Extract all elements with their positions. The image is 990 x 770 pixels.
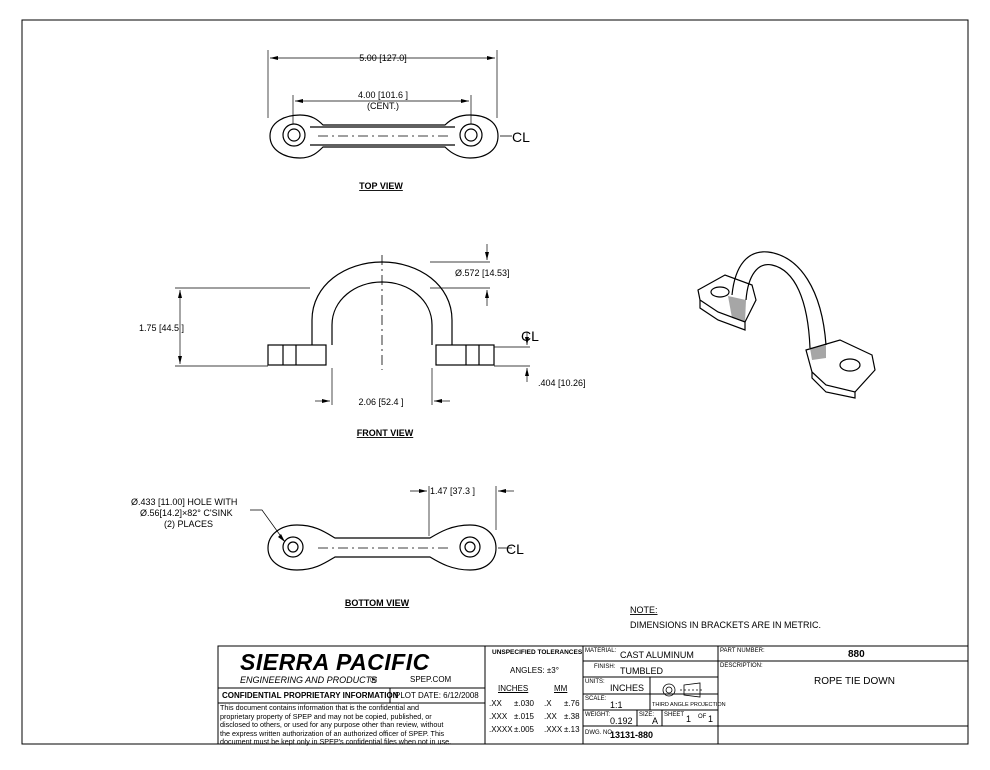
confidential-line: This document contains information that …: [220, 703, 419, 712]
tolerances-header: UNSPECIFIED TOLERANCES: [492, 649, 583, 656]
of-value: 1: [708, 714, 714, 724]
confidential-line: the express written authorization of an …: [220, 728, 445, 738]
confidential-text: This document contains information that …: [220, 703, 452, 747]
tol-key: .XXX: [489, 712, 508, 721]
tol-value: ±.030: [514, 699, 534, 708]
title-block-grid: [217, 645, 969, 745]
dim-rod-diameter: Ø.572 [14.53]: [455, 268, 510, 278]
front-view-label: FRONT VIEW: [357, 428, 414, 438]
tol-value: ±.76: [564, 699, 580, 708]
tolerance-inches-header: INCHES: [498, 684, 529, 693]
description-label: DESCRIPTION:: [720, 663, 763, 669]
bottom-view-label: BOTTOM VIEW: [345, 598, 410, 608]
top-view-label: TOP VIEW: [359, 181, 403, 191]
front-view-arrows: [178, 252, 529, 403]
isometric-view: [697, 251, 876, 399]
scale-value: 1:1: [610, 700, 623, 710]
tol-row: ±.76: [564, 699, 580, 708]
top-view: [267, 50, 512, 159]
tol-row: .XX: [544, 712, 557, 721]
finish-value: TUMBLED: [620, 666, 664, 676]
sheet-value: 1: [686, 714, 692, 724]
company-subtitle: ENGINEERING AND PRODUCTS: [240, 675, 378, 685]
note-text: DIMENSIONS IN BRACKETS ARE IN METRIC.: [630, 620, 821, 630]
front-view: [175, 244, 530, 405]
registered-icon: ®: [370, 675, 377, 685]
weight-value: 0.192: [610, 716, 633, 726]
dim-height: 1.75 [44.5 ]: [139, 323, 184, 333]
part-number-label: PART NUMBER:: [720, 648, 765, 654]
dwg-label: DWG. NO.: [585, 730, 614, 736]
dwg-number: 13131-880: [610, 730, 654, 740]
confidential-line: proprietary property of SPEP and may not…: [220, 711, 432, 721]
sheet-label: SHEET: [664, 712, 685, 718]
weight-label: WEIGHT:: [585, 712, 610, 718]
description-value: ROPE TIE DOWN: [814, 676, 895, 687]
tol-value: ±.005: [514, 725, 534, 734]
company-website: SPEP.COM: [410, 675, 452, 684]
scale-label: SCALE:: [585, 696, 607, 702]
tol-row: .XX: [489, 699, 502, 708]
tol-key: .XX: [489, 699, 502, 708]
tolerance-angles: ANGLES: ±3°: [510, 666, 559, 675]
tolerance-mm-header: MM: [554, 684, 568, 693]
tol-value: ±.13: [564, 725, 580, 734]
tol-row: ±.015: [514, 712, 534, 721]
centerline-symbol-bottom: CL: [506, 541, 524, 557]
hole-callout-line2: Ø.56[14.2]×82° C'SINK: [140, 508, 233, 518]
dim-inner-span: 2.06 [52.4 ]: [358, 397, 403, 407]
confidential-header: CONFIDENTIAL PROPRIETARY INFORMATION: [222, 691, 399, 700]
plot-date: PLOT DATE: 6/12/2008: [395, 691, 479, 700]
projection-label: THIRD ANGLE PROJECTION: [652, 702, 726, 708]
isometric-shading: [728, 296, 826, 360]
confidential-line: disclosed to others, or used for any pur…: [220, 720, 444, 730]
sheet-border: [21, 19, 969, 745]
top-view-arrows: [270, 56, 495, 103]
bottom-view-arrows: [278, 489, 506, 542]
hole-callout-line3: (2) PLACES: [164, 519, 213, 529]
size-label: SIZE:: [639, 712, 655, 718]
tol-key: .X: [544, 699, 552, 708]
of-label: OF: [698, 714, 707, 720]
tol-value: ±.38: [564, 712, 580, 721]
bottom-view: [250, 486, 514, 571]
dim-center-distance: 4.00 [101.6 ]: [358, 90, 408, 100]
dim-foot-thickness: .404 [10.26]: [538, 378, 586, 388]
dim-overall-length: 5.00 [127.0]: [359, 53, 407, 63]
tol-row: .XXXX: [489, 725, 513, 734]
tol-key: .XX: [544, 712, 557, 721]
tol-row: .XXX: [489, 712, 507, 721]
dim-cent-label: (CENT.): [367, 101, 399, 111]
tol-row: ±.030: [514, 699, 534, 708]
part-number: 880: [848, 649, 865, 660]
material-label: MATERIAL:: [585, 648, 617, 654]
hole-callout-line1: Ø.433 [11.00] HOLE WITH: [131, 497, 237, 507]
tol-row: .X: [544, 699, 552, 708]
tol-row: ±.005: [514, 725, 534, 734]
tol-key: .XXX: [544, 725, 563, 734]
centerline-symbol-top: CL: [512, 129, 530, 145]
tol-key: .XXXX: [489, 725, 513, 734]
units-label: UNITS:: [585, 679, 605, 685]
note-title: NOTE:: [630, 605, 658, 615]
tol-row: .XXX: [544, 725, 562, 734]
tol-value: ±.015: [514, 712, 534, 721]
finish-label: FINISH:: [594, 664, 616, 670]
company-name: SIERRA PACIFIC: [240, 649, 430, 675]
tol-row: ±.38: [564, 712, 580, 721]
confidential-line: document must be kept only in SPEP's con…: [220, 737, 452, 747]
centerline-symbol-front: CL: [521, 328, 539, 344]
material-value: CAST ALUMINUM: [620, 650, 694, 660]
third-angle-projection-icon: [662, 682, 704, 698]
title-block: SIERRA PACIFIC ENGINEERING AND PRODUCTS …: [218, 646, 968, 747]
dim-foot-length: 1.47 [37.3 ]: [430, 486, 475, 496]
tol-row: ±.13: [564, 725, 580, 734]
units-value: INCHES: [610, 683, 645, 693]
size-value: A: [652, 716, 659, 726]
